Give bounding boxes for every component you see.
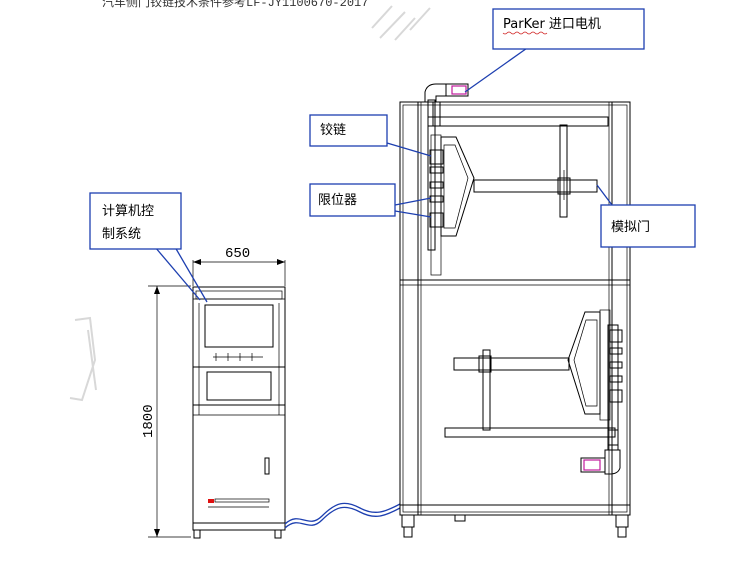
lower-fixture — [444, 309, 623, 446]
callout-motor-label: ParKer 进口电机 — [503, 17, 601, 32]
cable — [284, 502, 401, 529]
height-dimension: 1800 — [141, 285, 191, 538]
width-label: 650 — [225, 246, 250, 262]
callout-hinge-label: 铰链 — [320, 123, 346, 138]
width-dimension: 650 — [192, 246, 286, 286]
callout-limiter: 限位器 — [309, 183, 432, 218]
callout-door-label: 模拟门 — [611, 220, 650, 235]
cabinet-screen — [204, 304, 274, 348]
callout-control-line1: 计算机控 — [102, 204, 154, 219]
cabinet-red-indicator — [208, 499, 214, 503]
callout-control-system: 计算机控 制系统 — [89, 192, 208, 303]
test-frame — [399, 101, 631, 538]
callout-limiter-label: 限位器 — [318, 193, 357, 208]
cabinet-buttons — [215, 353, 253, 361]
control-cabinet — [192, 286, 286, 539]
watermark — [69, 5, 431, 402]
height-label: 1800 — [141, 404, 157, 438]
callout-door: 模拟门 — [596, 184, 696, 248]
cabinet-door-handle — [264, 457, 270, 475]
callout-motor: ParKer 进口电机 — [464, 8, 645, 93]
callout-control-line2: 制系统 — [102, 227, 141, 242]
callout-hinge: 铰链 — [309, 114, 432, 157]
header-text: 汽车侧门铰链技术条件参考LF-JY1100670-2017 — [102, 0, 368, 10]
cabinet-panel — [206, 371, 272, 401]
bottom-motor — [580, 429, 621, 475]
upper-fixture — [427, 99, 609, 276]
